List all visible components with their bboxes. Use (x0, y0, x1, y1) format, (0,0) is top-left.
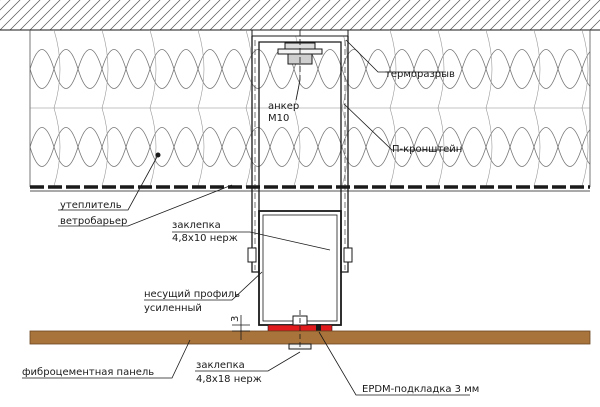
rivet-top (247, 247, 353, 263)
anchor-bolt (277, 30, 323, 80)
label-insulation: утеплитель (60, 200, 122, 211)
label-thermal-break: терморазрыв (385, 69, 455, 80)
carrier-profile (258, 210, 342, 326)
epdm-pad-marker (316, 324, 321, 332)
rivet-bottom (288, 310, 312, 350)
label-dimension-3: 3 (230, 316, 241, 322)
label-u-bracket: П-кронштейн (392, 144, 462, 155)
label-fiber-panel: фиброцементная панель (22, 367, 154, 378)
label-rivet-bottom-line1: заклепка (196, 360, 245, 371)
fiber-cement-panel (29, 330, 591, 345)
label-rivet-top-line1: заклепка (172, 220, 221, 231)
label-profile-line2: усиленный (144, 303, 202, 314)
label-epdm: EPDM-подкладка 3 мм (362, 384, 479, 395)
label-rivet-bottom-line2: 4,8х18 нерж (196, 374, 262, 385)
label-rivet-top-line2: 4,8х10 нерж (172, 233, 238, 244)
label-anchor-line1: анкер (268, 101, 299, 112)
wind-barrier-membrane (30, 185, 590, 192)
leader-lines (22, 39, 470, 396)
label-wind-barrier: ветробарьер (60, 216, 127, 227)
label-profile-line1: несущий профиль (144, 289, 240, 300)
label-anchor-line2: М10 (268, 113, 289, 124)
concrete-wall (0, 0, 600, 31)
dimension-3mm (232, 315, 250, 340)
